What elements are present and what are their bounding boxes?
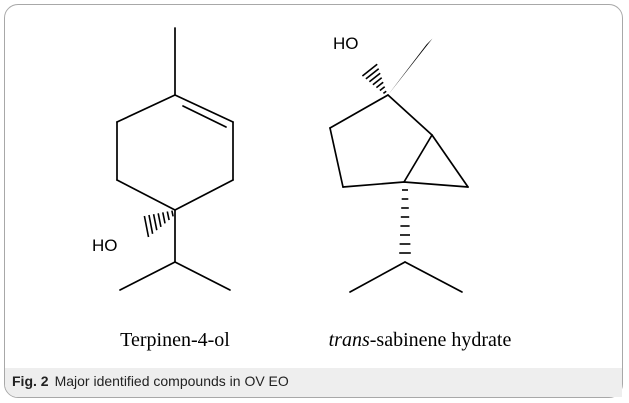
caption-bar bbox=[5, 368, 622, 397]
bond-ring-6 bbox=[116, 94, 176, 123]
compound-name-italic-prefix: trans bbox=[329, 329, 370, 351]
hydroxyl-label-terpinen: HO bbox=[92, 236, 118, 255]
hashed-wedge-oh-right bbox=[361, 63, 387, 95]
bond-ring-3 bbox=[174, 179, 234, 211]
solid-wedge-methyl bbox=[388, 38, 433, 95]
bond-c5-c4 bbox=[342, 181, 405, 188]
bond-ring-double bbox=[182, 105, 227, 128]
hydroxyl-label-sabinene: HO bbox=[333, 34, 359, 53]
bond-isopropyl-me2 bbox=[174, 261, 231, 291]
bond-isopropyl-me1 bbox=[119, 261, 176, 291]
compound-name-terpinen-4-ol: Terpinen-4-ol bbox=[120, 329, 230, 351]
bond-isopropyl-me1 bbox=[349, 261, 406, 293]
bond-c3-c1 bbox=[329, 94, 389, 129]
figure-frame bbox=[4, 4, 623, 398]
bond-ring-4 bbox=[116, 179, 176, 211]
hashed-wedge-oh-left bbox=[143, 210, 174, 238]
bond-c6-c7 bbox=[431, 134, 469, 188]
bond-c1-c6 bbox=[387, 94, 433, 136]
hashed-wedge-isopropyl bbox=[399, 189, 411, 254]
compound-name-rest: -sabinene hydrate bbox=[370, 329, 512, 351]
bond-c4-c3 bbox=[329, 127, 344, 188]
bond-c7-c5 bbox=[403, 181, 469, 188]
figure-caption: Fig. 2 Major identified compounds in OV E… bbox=[12, 373, 289, 389]
bond-ring-1 bbox=[174, 94, 234, 123]
caption-label: Fig. 2 bbox=[12, 373, 49, 389]
bond-c6-c5 bbox=[403, 134, 433, 183]
compound-name-sabinene-hydrate: trans-sabinene hydrate bbox=[329, 329, 512, 351]
sabinene-hydrate-structure bbox=[329, 94, 469, 293]
bond-isopropyl-me2 bbox=[404, 261, 463, 293]
terpinen-4-ol-structure bbox=[116, 27, 234, 291]
caption-text: Major identified compounds in OV EO bbox=[54, 373, 289, 389]
